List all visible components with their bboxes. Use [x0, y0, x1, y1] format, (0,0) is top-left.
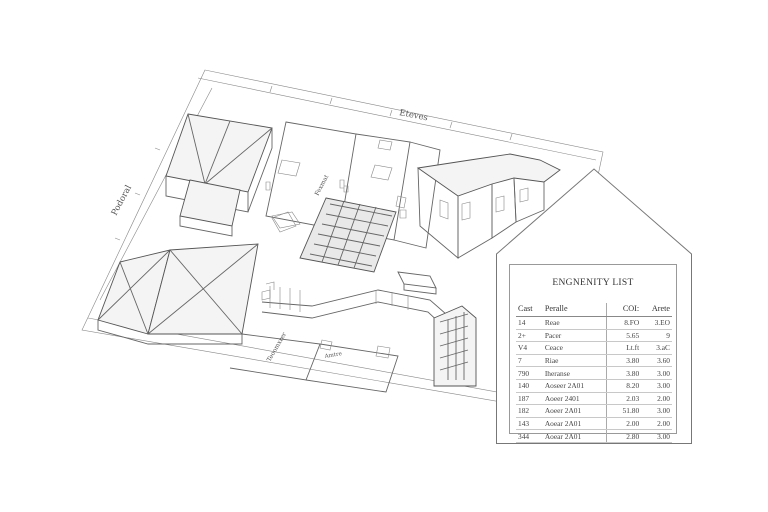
cell-code: 790: [516, 366, 543, 380]
cell-cost: 2.80: [606, 429, 642, 443]
cell-code: 182: [516, 404, 543, 418]
cell-name: Aoeer 2A01: [542, 404, 607, 418]
cell-cost: 8.FO: [606, 316, 642, 330]
annex-block: [179, 179, 241, 237]
stair-icon: [261, 209, 407, 301]
cell-name: Aoseer 2A01: [542, 379, 607, 393]
room-label: Fexmat: [314, 173, 331, 197]
cell-cost: 3.80: [606, 366, 642, 380]
cell-area: 3.EO: [641, 316, 672, 330]
cell-code: 143: [516, 417, 543, 431]
table-row: 187 Aoeer 2401 2.03 2.00: [516, 392, 672, 406]
cell-area: 3.00: [641, 404, 672, 418]
room-label: Amtre: [323, 351, 342, 360]
cell-code: 187: [516, 392, 543, 406]
cell-area: 2.00: [641, 392, 672, 406]
column-header-name: Peralle: [542, 303, 607, 317]
cell-area: 2.00: [641, 417, 672, 431]
roof-block-top-left: [165, 113, 273, 213]
cell-name: Pacer: [542, 329, 607, 343]
table-row: 143 Aoear 2A01 2.00 2.00: [516, 417, 672, 431]
cell-area: 3.00: [641, 379, 672, 393]
top-edge-label: Eteves: [398, 108, 428, 123]
cell-area: 3.00: [641, 366, 672, 380]
cell-area: 3.aC: [641, 341, 672, 355]
cell-cost: 51.80: [606, 404, 642, 418]
cell-name: Aoear 2A01: [542, 429, 607, 443]
table-icon: [271, 211, 301, 229]
curved-building: [416, 153, 561, 259]
table-row: 140 Aoseer 2A01 8.20 3.00: [516, 379, 672, 393]
cell-name: Riae: [542, 354, 607, 368]
schedule-card: ENGNENITY LIST Cast Peralle COI: Arete 1…: [509, 264, 677, 443]
column-header-area: Arete: [641, 303, 672, 317]
cell-code: 344: [516, 429, 543, 443]
table-row: 790 Iheranse 3.80 3.00: [516, 366, 672, 380]
cell-name: Ceace: [542, 341, 607, 355]
schedule-title: ENGNENITY LIST: [552, 278, 634, 288]
table-row: 182 Aoeer 2A01 51.80 3.00: [516, 404, 672, 418]
cell-name: Reae: [542, 316, 607, 330]
cell-name: Aoear 2A01: [542, 417, 607, 431]
step-block: [397, 271, 437, 295]
cell-cost: 5.65: [606, 329, 642, 343]
cell-code: V4: [516, 341, 543, 355]
column-header-cost: COI:: [606, 303, 642, 317]
schedule-sheet: ENGNENITY LIST Cast Peralle COI: Arete 1…: [496, 168, 692, 444]
cell-cost: 8.20: [606, 379, 642, 393]
cell-code: 140: [516, 379, 543, 393]
cell-cost: 3.80: [606, 354, 642, 368]
cell-area: 3.00: [641, 429, 672, 443]
stair-tower: [433, 305, 477, 387]
table-row: 14 Reae 8.FO 3.EO: [516, 316, 672, 330]
table-row: 2+ Pacer 5.65 9: [516, 329, 672, 343]
roof-block-left: [97, 243, 259, 345]
cell-cost: 2.00: [606, 417, 642, 431]
seating-grid: [299, 197, 397, 273]
schedule-header-row: Cast Peralle COI: Arete: [516, 303, 672, 317]
schedule-table: Cast Peralle COI: Arete 14 Reae 8.FO 3.E…: [516, 303, 672, 443]
left-edge-label: Podoral: [110, 183, 134, 217]
figure-icon: [265, 179, 349, 193]
table-row: 344 Aoear 2A01 2.80 3.00: [516, 429, 672, 443]
room-label: Teoomxrer: [266, 331, 288, 363]
table-row: V4 Ceace Lt.ft 3.aC: [516, 341, 672, 355]
cell-code: 7: [516, 354, 543, 368]
cell-name: Iheranse: [542, 366, 607, 380]
column-header-code: Cast: [516, 303, 543, 317]
cell-code: 2+: [516, 329, 543, 343]
lower-rooms: [229, 333, 399, 393]
cell-area: 3.60: [641, 354, 672, 368]
cell-name: Aoeer 2401: [542, 392, 607, 406]
cell-cost: Lt.ft: [606, 341, 642, 355]
cell-area: 9: [641, 329, 672, 343]
table-row: 7 Riae 3.80 3.60: [516, 354, 672, 368]
cell-cost: 2.03: [606, 392, 642, 406]
cell-code: 14: [516, 316, 543, 330]
